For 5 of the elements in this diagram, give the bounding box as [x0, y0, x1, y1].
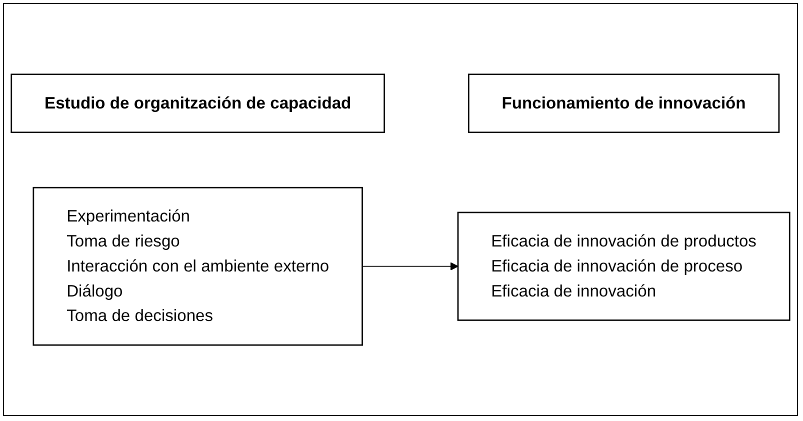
node-box: Funcionamiento de innovación	[468, 73, 780, 133]
node-box: Eficacia de innovación de productos Eficacia de innovación de proceso Eficacia de innovación	[457, 212, 790, 321]
node-box: Experimentación Toma de riesgo Interacción con el ambiente externo Diálogo Toma de decisiones	[32, 186, 363, 346]
node-box: Estudio de organitzación de capacidad	[10, 73, 386, 133]
arrow	[362, 262, 458, 270]
